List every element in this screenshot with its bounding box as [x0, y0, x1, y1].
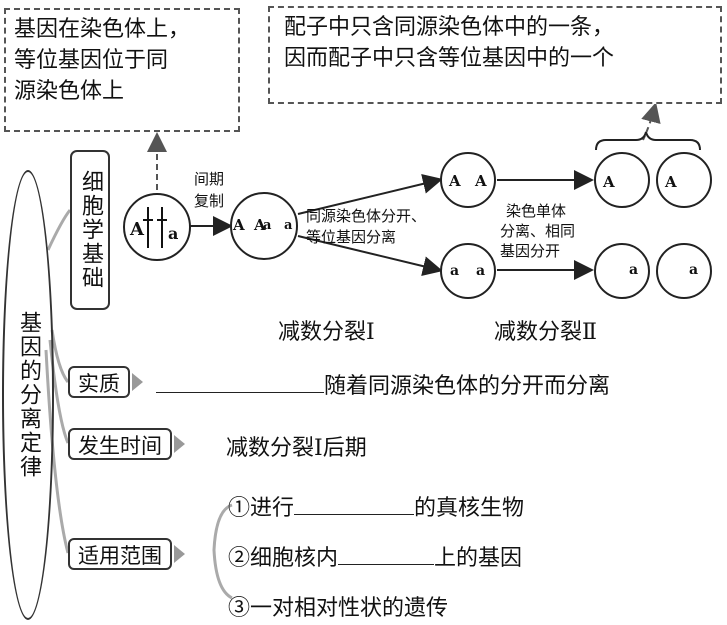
gamete-2-allele: A [665, 173, 677, 191]
scope-item-2-prefix: ②细胞核内 [228, 546, 339, 571]
rep-allele-1: A [233, 216, 245, 234]
note-right: 配子中只含同源染色体中的一条， 因而配子中只含等位基因中的一个 [268, 6, 722, 104]
meiosis1-desc-1: 同源染色体分开、 [306, 207, 427, 225]
note-left: 基因在染色体上， 等位基因位于同 源染色体上 [4, 8, 240, 132]
main-topic-ellipse: 基因的分离定律 [2, 170, 54, 620]
timing-text: 减数分裂Ⅰ后期 [226, 436, 367, 461]
m1top-allele-1: A [449, 172, 461, 190]
essence-text: 随着同源染色体的分开而分离 [324, 374, 611, 399]
scope-label: 适用范围 [68, 538, 172, 570]
rep-allele-4: a [284, 218, 293, 233]
scope-blank-2[interactable] [338, 564, 435, 565]
gamete-1 [594, 152, 650, 208]
interphase-label-1: 间期 [194, 170, 225, 188]
essence-line: 随着同源染色体的分开而分离 [156, 368, 610, 400]
note-left-line3: 源染色体上 [14, 79, 125, 104]
meiosis2-desc-2: 分离、相同 [500, 222, 576, 240]
note-right-line1: 配子中只含同源染色体中的一条， [284, 15, 615, 40]
note-left-line1: 基因在染色体上， [14, 17, 191, 42]
gamete-3-allele: a [629, 262, 639, 278]
scope-tag: 适用范围 [68, 537, 185, 571]
m1top-allele-2: A [475, 172, 487, 190]
gamete-1-allele: A [603, 173, 615, 191]
m1bottom-allele-2: a [476, 263, 486, 279]
cell-m1-bottom [440, 243, 496, 299]
arrow-m1-bottom [297, 235, 443, 276]
note-left-line2: 等位基因位于同 [14, 48, 169, 73]
gamete-2 [656, 152, 712, 208]
essence-label: 实质 [68, 366, 130, 398]
scope-item-1-prefix: ①进行 [228, 496, 295, 521]
meiosis1-desc-2: 等位基因分离 [306, 228, 397, 246]
arrow-right-icon [174, 545, 185, 563]
scope-item-1-suffix: 的真核生物 [414, 496, 525, 521]
gamete-4 [656, 243, 712, 299]
cell-replicated [230, 192, 298, 260]
basis-box: 细胞学基础 [70, 150, 110, 310]
scope-item-3: ③一对相对性状的遗传 [228, 596, 449, 621]
main-topic-label: 基因的分离定律 [16, 311, 41, 479]
gamete-3 [594, 243, 650, 299]
brace [595, 131, 701, 151]
cell-m1-top [440, 152, 496, 208]
m1bottom-allele-1: a [450, 263, 460, 279]
start-allele-1: A [130, 219, 144, 240]
essence-blank[interactable] [156, 392, 324, 393]
rep-allele-3: a [263, 218, 272, 233]
arrow-right-icon [132, 373, 143, 391]
timing-tag: 发生时间 [68, 427, 185, 461]
scope-item-2-suffix: 上的基因 [434, 546, 523, 571]
stage-label-m1: 减数分裂Ⅰ [278, 320, 375, 345]
essence-tag: 实质 [68, 365, 143, 399]
gamete-4-allele: a [689, 262, 699, 278]
cell-start [123, 193, 191, 261]
arrow-m1-top [297, 174, 443, 215]
meiosis2-desc-3: 基因分开 [500, 242, 561, 260]
note-right-line2: 因而配子中只含等位基因中的一个 [284, 46, 615, 71]
rep-allele-2: A [254, 216, 266, 234]
scope-blank-1[interactable] [294, 514, 415, 515]
scope-item-1: ①进行 的真核生物 [228, 490, 524, 522]
timing-label: 发生时间 [68, 428, 172, 460]
arrow-right-icon [174, 435, 185, 453]
stage-label-m2: 减数分裂Ⅱ [494, 320, 597, 345]
meiosis2-desc-1: 染色单体 [506, 202, 567, 220]
scope-item-2: ②细胞核内 上的基因 [228, 540, 522, 572]
interphase-label-2: 复制 [194, 192, 225, 210]
start-allele-2: a [168, 224, 179, 243]
basis-label: 细胞学基础 [78, 170, 103, 290]
